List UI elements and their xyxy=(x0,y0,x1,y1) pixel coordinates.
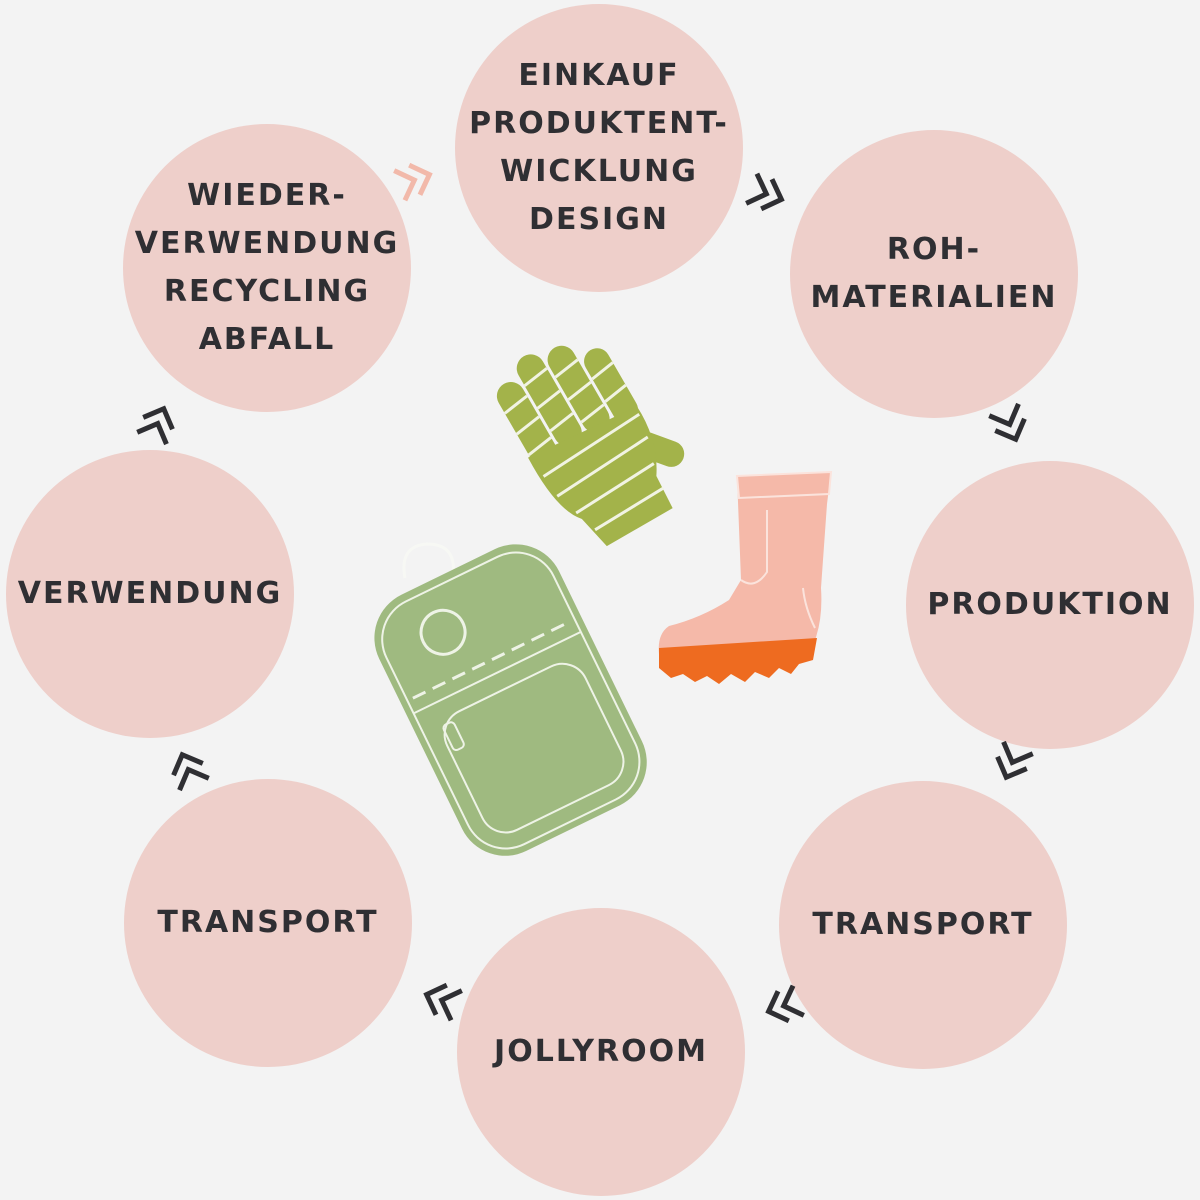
node-label-line: ABFALL xyxy=(198,322,336,357)
double-chevron-icon xyxy=(136,405,175,446)
node-label-line: VERWENDUNG xyxy=(17,576,283,611)
node-label-line: PRODUKTION xyxy=(927,587,1173,622)
node-label-line: WIEDER- xyxy=(187,178,347,213)
node-label-line: ROH- xyxy=(886,232,982,267)
node-label-line: MATERIALIEN xyxy=(810,280,1058,315)
node-transport-right: TRANSPORT xyxy=(779,781,1067,1069)
double-chevron-icon xyxy=(988,402,1027,443)
node-wiederverwendung: WIEDER- VERWENDUNG RECYCLING ABFALL xyxy=(123,124,411,412)
node-label-line: RECYCLING xyxy=(163,274,371,309)
node-label-line: TRANSPORT xyxy=(812,907,1034,942)
node-rohmaterialien: ROH- MATERIALIEN xyxy=(790,130,1078,418)
double-chevron-icon xyxy=(393,162,433,202)
node-label-line: JOLLYROOM xyxy=(494,1034,708,1069)
double-chevron-icon xyxy=(423,982,463,1022)
node-label-line: EINKAUF xyxy=(518,58,680,93)
double-chevron-icon xyxy=(171,751,210,792)
node-produktion: PRODUKTION xyxy=(906,461,1194,749)
node-jollyroom: JOLLYROOM xyxy=(457,908,745,1196)
node-label-line: DESIGN xyxy=(529,202,669,237)
double-chevron-icon xyxy=(995,740,1034,781)
node-label-line: VERWENDUNG xyxy=(134,226,400,261)
node-transport-left: TRANSPORT xyxy=(124,779,412,1067)
backpack-icon xyxy=(374,542,647,856)
double-chevron-icon xyxy=(745,172,785,212)
rain-boot-icon xyxy=(658,470,833,684)
double-chevron-icon xyxy=(765,984,805,1024)
glove-icon xyxy=(496,345,685,547)
node-label-line: WICKLUNG xyxy=(500,154,698,189)
node-verwendung: VERWENDUNG xyxy=(6,450,294,738)
node-label-line: TRANSPORT xyxy=(157,905,379,940)
node-label-line: PRODUKTENT- xyxy=(469,106,729,141)
node-einkauf: EINKAUF PRODUKTENT- WICKLUNG DESIGN xyxy=(455,4,743,292)
